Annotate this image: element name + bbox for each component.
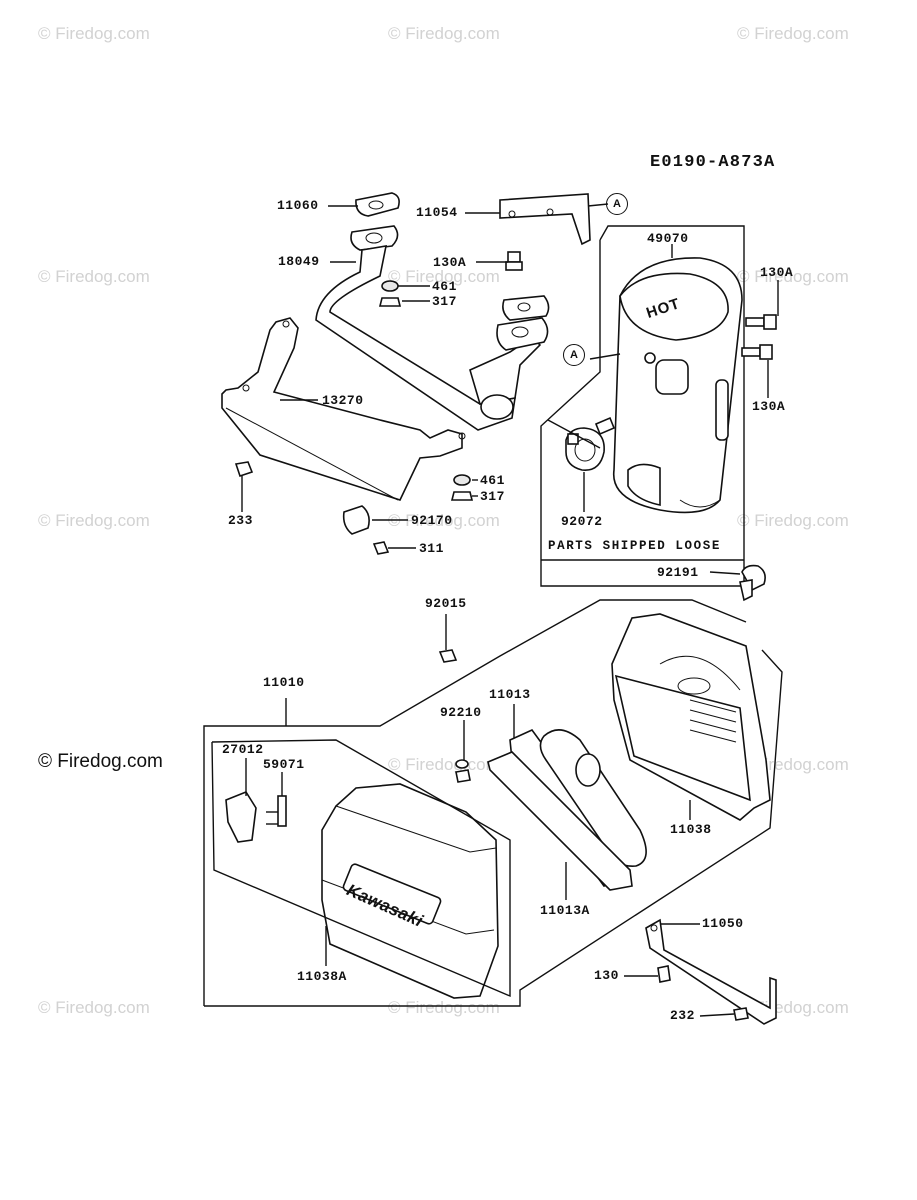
watermark: © Firedog.com	[388, 755, 500, 774]
bracket-11054	[499, 193, 609, 246]
washer-461-top	[381, 280, 399, 292]
part-label-11010[interactable]: 11010	[263, 675, 305, 690]
bracket-11050	[645, 918, 777, 1025]
part-label-461[interactable]: 461	[480, 473, 505, 488]
reference-marker-a: A	[563, 344, 585, 366]
part-label-130a[interactable]: 130A	[760, 265, 794, 280]
muffler-49070	[612, 257, 743, 514]
part-label-11050[interactable]: 11050	[702, 916, 744, 931]
bolt-232	[733, 1007, 749, 1021]
part-label-317[interactable]: 317	[432, 294, 457, 309]
bolt-130	[657, 965, 671, 983]
part-label-232[interactable]: 232	[670, 1008, 695, 1023]
part-label-13270[interactable]: 13270	[322, 393, 364, 408]
reference-marker-a: A	[606, 193, 628, 215]
part-label-92191[interactable]: 92191	[657, 565, 699, 580]
washer-461-bottom	[453, 474, 471, 486]
watermark: © Firedog.com	[388, 511, 500, 530]
bolt-130a-right-lower	[741, 344, 773, 360]
watermark: © Firedog.com	[737, 267, 849, 286]
diagram-code: E0190-A873A	[650, 153, 776, 172]
part-label-11038a[interactable]: 11038A	[297, 969, 347, 984]
watermark: © Firedog.com	[38, 24, 150, 43]
part-label-92170[interactable]: 92170	[411, 513, 453, 528]
parts-shipped-loose-label: PARTS SHIPPED LOOSE	[548, 539, 721, 553]
watermark: © Firedog.com	[388, 998, 500, 1017]
leader-lines	[241, 205, 779, 1017]
watermark: © Firedog.com	[38, 998, 150, 1017]
watermark-main: © Firedog.com	[38, 751, 163, 772]
part-label-49070[interactable]: 49070	[647, 231, 689, 246]
watermark: © Firedog.com	[737, 511, 849, 530]
parts-loose-box	[540, 225, 745, 587]
part-label-59071[interactable]: 59071	[263, 757, 305, 772]
part-label-130a[interactable]: 130A	[752, 399, 786, 414]
nut-92015	[438, 649, 458, 663]
part-label-11038[interactable]: 11038	[670, 822, 712, 837]
nut-311	[372, 541, 390, 555]
part-label-317[interactable]: 317	[480, 489, 505, 504]
watermark: © Firedog.com	[388, 267, 500, 286]
exhaust-pipe-18049	[315, 225, 550, 431]
part-label-92015[interactable]: 92015	[425, 596, 467, 611]
part-label-11013a[interactable]: 11013A	[540, 903, 590, 918]
part-label-18049[interactable]: 18049	[278, 254, 320, 269]
bolt-130a-right-upper	[745, 314, 777, 330]
latch-27012	[225, 791, 257, 843]
watermark: © Firedog.com	[38, 267, 150, 286]
nut-92210	[455, 759, 471, 783]
watermark: © Firedog.com	[388, 24, 500, 43]
nut-317-bottom	[450, 491, 474, 501]
watermark: © Firedog.com	[737, 24, 849, 43]
part-label-233[interactable]: 233	[228, 513, 253, 528]
part-label-311[interactable]: 311	[419, 541, 444, 556]
bolt-130a-top	[505, 251, 523, 271]
part-label-130[interactable]: 130	[594, 968, 619, 983]
gasket-11060	[355, 192, 400, 217]
part-label-11054[interactable]: 11054	[416, 205, 458, 220]
spacer-92170	[342, 505, 370, 535]
precleaner-11013a	[487, 751, 633, 891]
watermark: © Firedog.com	[38, 511, 150, 530]
part-label-461[interactable]: 461	[432, 279, 457, 294]
part-label-130a[interactable]: 130A	[433, 255, 467, 270]
spring-59071	[266, 795, 287, 827]
part-label-11013[interactable]: 11013	[489, 687, 531, 702]
air-cleaner-base-11038	[611, 613, 771, 821]
part-label-92210[interactable]: 92210	[440, 705, 482, 720]
heat-shield-13270	[221, 317, 466, 501]
nut-233	[234, 461, 254, 478]
clip-92191	[739, 564, 766, 602]
part-label-92072[interactable]: 92072	[561, 514, 603, 529]
clamp-92072	[565, 416, 616, 471]
part-label-11060[interactable]: 11060	[277, 198, 319, 213]
nut-317-top	[378, 297, 402, 307]
part-label-27012[interactable]: 27012	[222, 742, 264, 757]
air-cleaner-cover-11038a	[321, 783, 499, 999]
